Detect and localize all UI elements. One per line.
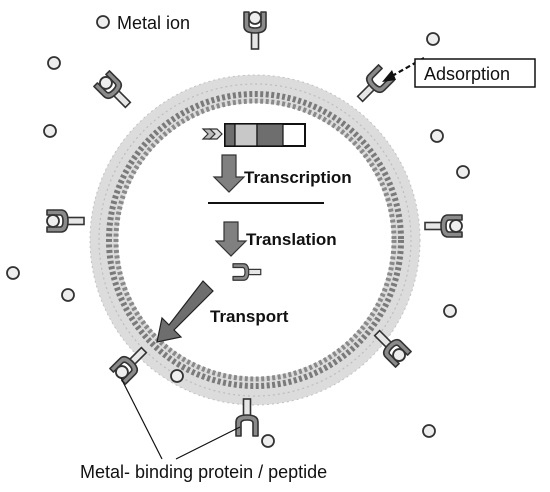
metal-ion-icon <box>61 288 75 302</box>
metal-ion-icon <box>456 165 470 179</box>
metal-ions <box>6 15 470 448</box>
cell-membrane <box>89 74 421 406</box>
binding-protein-icon <box>94 71 136 113</box>
binding-protein-icon <box>232 263 262 281</box>
transport-label: Transport <box>210 307 289 326</box>
binding-protein-icon <box>351 64 395 108</box>
metal-ion-icon <box>422 424 436 438</box>
adsorption-label: Adsorption <box>424 64 510 84</box>
transcription-arrow <box>212 154 246 193</box>
binding-protein-icon <box>244 12 266 49</box>
metal-ion-label: Metal ion <box>117 13 190 33</box>
binding-protein-label: Metal- binding protein / peptide <box>80 462 327 482</box>
gene-cassette <box>201 123 306 147</box>
translation-arrow <box>214 221 248 257</box>
binding-protein-callout: Metal- binding protein / peptide <box>80 377 327 482</box>
adsorption-callout: Adsorption <box>414 58 536 88</box>
transport-arrow <box>156 280 214 343</box>
metal-ion-icon <box>443 304 457 318</box>
transcription-label: Transcription <box>244 168 352 187</box>
binding-protein-icon <box>425 215 462 237</box>
metal-ion-icon <box>96 15 110 29</box>
metal-ion-icon <box>6 266 20 280</box>
metal-ion-icon <box>426 32 440 46</box>
binding-protein-icon <box>47 210 84 232</box>
adsorption-arrow <box>382 57 425 82</box>
metal-ion-icon <box>170 369 184 383</box>
metal-ion-icon <box>47 56 61 70</box>
metal-ion-icon <box>43 124 57 138</box>
metal-ion-icon <box>430 129 444 143</box>
metal-ion-icon <box>261 434 275 448</box>
translation-label: Translation <box>246 230 337 249</box>
